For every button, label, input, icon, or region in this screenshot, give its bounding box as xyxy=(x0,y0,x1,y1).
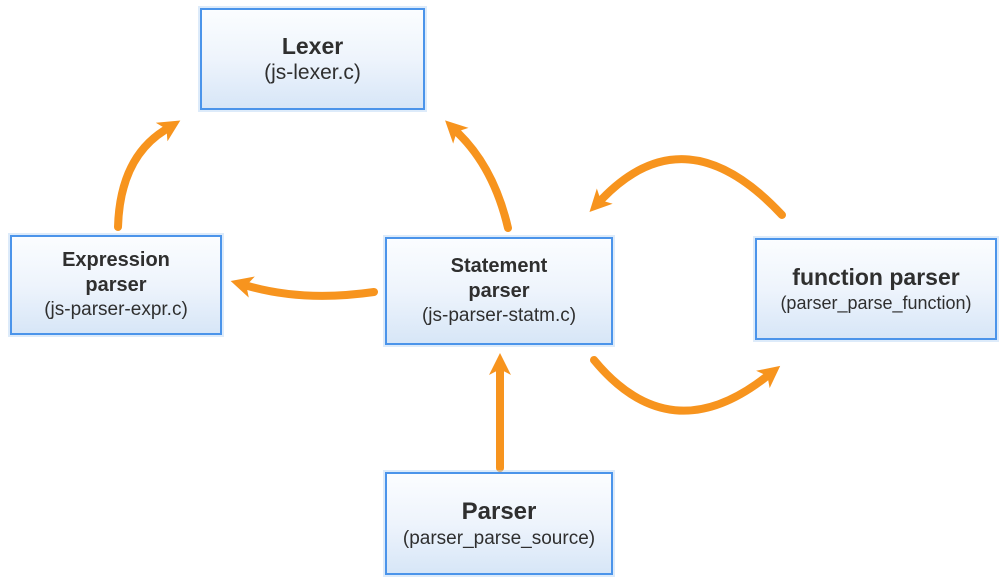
node-parser: Parser (parser_parse_source) xyxy=(385,472,613,575)
arrow-statement-parser-to-function-parser xyxy=(590,356,781,415)
node-statement-parser-title: Statement parser xyxy=(450,255,548,303)
node-expression-parser: Expression parser (js-parser-expr.c) xyxy=(10,235,222,335)
arrow-function-parser-to-statement-parser xyxy=(589,155,786,219)
node-lexer-subtitle: (js-lexer.c) xyxy=(264,61,361,85)
node-parser-title: Parser xyxy=(461,497,537,525)
node-lexer: Lexer (js-lexer.c) xyxy=(200,8,425,110)
arrow-statement-parser-to-lexer xyxy=(445,120,512,232)
node-expression-parser-title: Expression parser xyxy=(62,249,170,297)
arrow-statement-parser-to-expression-parser xyxy=(230,276,378,300)
node-parser-subtitle: (parser_parse_source) xyxy=(402,527,596,549)
node-statement-parser: Statement parser (js-parser-statm.c) xyxy=(385,237,613,345)
node-function-parser-subtitle: (parser_parse_function) xyxy=(780,293,972,314)
node-lexer-title: Lexer xyxy=(281,32,344,59)
node-expression-parser-subtitle: (js-parser-expr.c) xyxy=(44,299,188,321)
node-function-parser-title: function parser xyxy=(792,264,960,291)
node-function-parser: function parser (parser_parse_function) xyxy=(755,238,997,340)
node-statement-parser-subtitle: (js-parser-statm.c) xyxy=(421,305,577,327)
arrow-expression-parser-to-lexer xyxy=(114,120,181,231)
